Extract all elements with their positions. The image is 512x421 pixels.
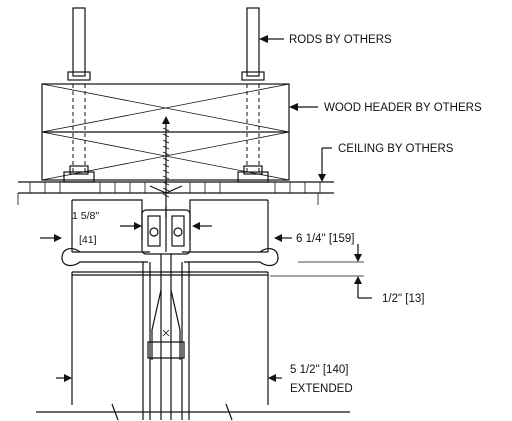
- dim-width-1-5-8: 1 5/8" [41]: [72, 210, 212, 246]
- right-rod: [241, 7, 265, 172]
- extended-dimension-label: 5 1/2" [140]: [290, 364, 348, 376]
- dim-extended-5-1-2: 5 1/2" [140] EXTENDED: [56, 364, 353, 395]
- rods-by-others-label: RODS BY OTHERS: [289, 34, 392, 46]
- ceiling-by-others-label: CEILING BY OTHERS: [338, 143, 454, 155]
- callout-header: WOOD HEADER BY OTHERS: [289, 102, 482, 114]
- threaded-rods: [67, 7, 265, 172]
- width-fraction-label: 1 5/8": [72, 210, 99, 222]
- lag-screw: [162, 116, 170, 218]
- panel-stack: [36, 254, 350, 421]
- track-profile: [61, 199, 279, 267]
- callout-rods: RODS BY OTHERS: [259, 34, 392, 46]
- dim-height-6-1-4: 6 1/4" [159]: [40, 233, 354, 245]
- left-rod: [67, 7, 91, 172]
- ceiling-layer: [17, 181, 334, 205]
- dim-gap-1-2: 1/2" [13]: [270, 244, 424, 305]
- extended-label: EXTENDED: [290, 383, 353, 395]
- gap-dimension-label: 1/2" [13]: [382, 293, 424, 305]
- callout-ceiling: CEILING BY OTHERS: [318, 143, 454, 182]
- wood-header-label: WOOD HEADER BY OTHERS: [324, 102, 482, 114]
- width-metric-label: [41]: [79, 234, 97, 246]
- height-dimension-label: 6 1/4" [159]: [296, 233, 354, 245]
